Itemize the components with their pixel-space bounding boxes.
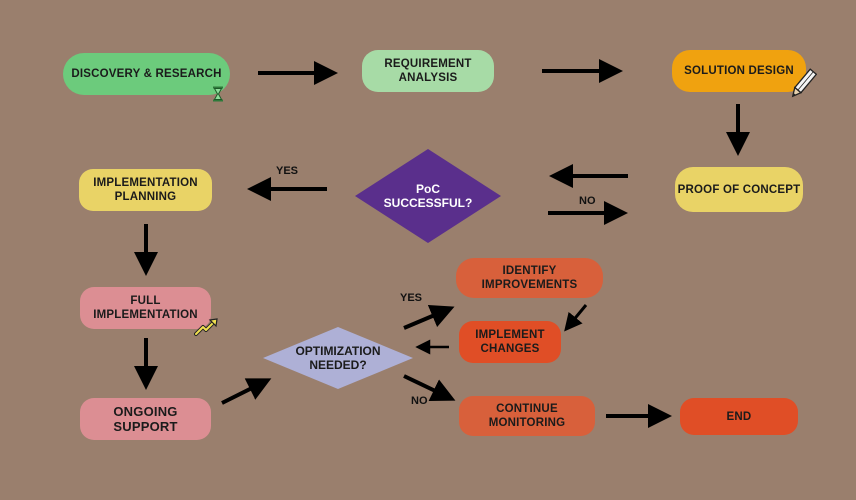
hourglass-icon (213, 86, 223, 102)
arrow-identify-to-implement (564, 304, 588, 332)
identify-improvements-node[interactable]: IDENTIFY IMPROVEMENTS (456, 258, 603, 298)
implementation-planning-node[interactable]: IMPLEMENTATION PLANNING (79, 169, 212, 211)
ongoing-support-node[interactable]: ONGOING SUPPORT (80, 398, 211, 440)
arrow-ongoing-to-optimization (221, 378, 272, 405)
poc-no-label: NO (579, 195, 596, 207)
optimization-yes-label: YES (400, 292, 423, 304)
pencil-icon (791, 68, 817, 98)
continue-monitoring-node[interactable]: CONTINUE MONITORING (459, 396, 595, 436)
poc-decision-label: PoC SUCCESSFUL? (383, 182, 473, 210)
end-node[interactable]: END (680, 398, 798, 435)
optimization-decision-label: OPTIMIZATION NEEDED? (295, 344, 381, 372)
optimization-no-label: NO (411, 395, 428, 407)
implement-changes-node[interactable]: IMPLEMENT CHANGES (459, 321, 561, 363)
arrow-optimization-no-to-continue (403, 374, 456, 402)
optimization-decision-diamond[interactable] (263, 327, 413, 389)
poc-decision-diamond[interactable] (355, 149, 501, 243)
arrow-optimization-yes-to-identify (403, 304, 455, 330)
discovery-research-node[interactable]: DISCOVERY & RESEARCH (63, 53, 230, 95)
trend-arrow-icon (194, 318, 218, 336)
full-implementation-node[interactable]: FULL IMPLEMENTATION (80, 287, 211, 329)
requirement-analysis-node[interactable]: REQUIREMENT ANALYSIS (362, 50, 494, 92)
poc-yes-label: YES (276, 165, 299, 177)
solution-design-node[interactable]: SOLUTION DESIGN (672, 50, 806, 92)
proof-of-concept-node[interactable]: PROOF OF CONCEPT (675, 167, 803, 212)
